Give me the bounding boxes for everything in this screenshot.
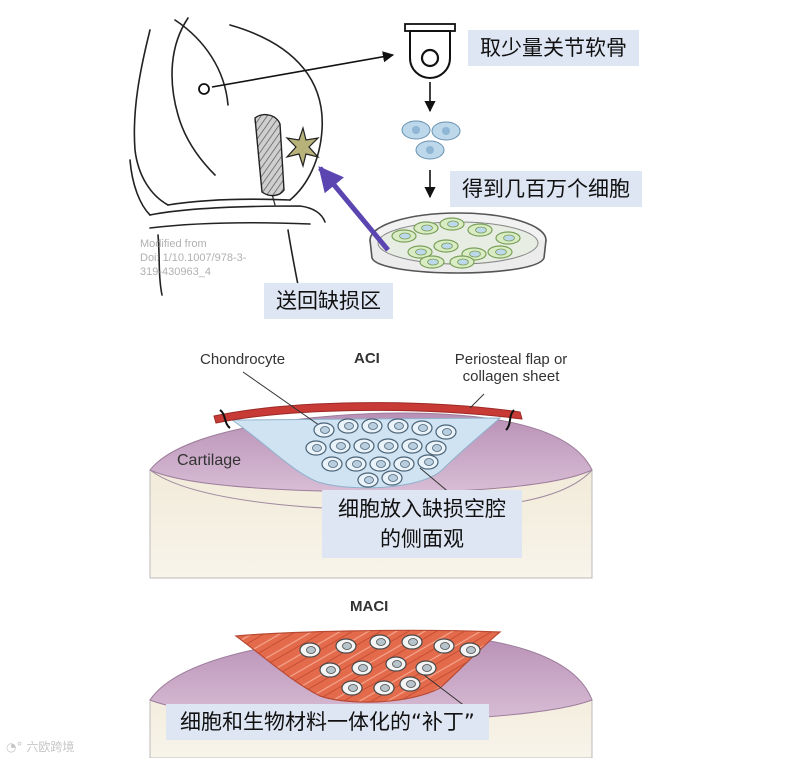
maci-cells	[299, 634, 481, 696]
dish-cell	[439, 217, 465, 231]
dish-cell	[467, 223, 493, 237]
source-credit: Modified from Doi: 1/10.1007/978-3- 319-…	[140, 237, 246, 279]
aci-chondrocyte	[345, 456, 367, 472]
dish-cell	[449, 255, 475, 269]
aci-chondrocyte	[357, 472, 379, 488]
aci-chondrocyte	[305, 440, 327, 456]
step-harvest-label: 取少量关节软骨	[468, 30, 639, 67]
knee-sketch	[129, 17, 326, 296]
credit-line-3: 319-430963_4	[140, 266, 211, 278]
dish-cell	[419, 255, 445, 269]
return-arrow	[318, 166, 390, 252]
dish-cell	[413, 221, 439, 235]
maci-cell	[351, 660, 373, 676]
maci-caption: 细胞和生物材料一体化的“补丁”	[166, 704, 489, 741]
maci-cell	[415, 660, 437, 676]
dish-cell	[433, 239, 459, 253]
aci-caption: 细胞放入缺损空腔 的侧面观	[322, 490, 522, 558]
watermark: ◔° 六欧跨境	[6, 738, 74, 755]
aci-chondrocyte	[313, 422, 335, 438]
aci-chondrocyte	[369, 456, 391, 472]
defect-star-icon	[285, 125, 320, 169]
aci-chondrocyte	[377, 438, 399, 454]
dish-cell	[495, 231, 521, 245]
maci-cell	[335, 638, 357, 654]
sample-site-marker	[198, 83, 210, 95]
watermark-text: 六欧跨境	[26, 740, 75, 754]
ligament-hatched	[254, 113, 285, 197]
dish-cell	[487, 245, 513, 259]
maci-cell	[385, 656, 407, 672]
cell-cluster	[401, 120, 461, 160]
periosteal-flap-label: Periosteal flap or collagen sheet	[436, 351, 586, 385]
maci-cell	[373, 680, 395, 696]
chondrocyte-label: Chondrocyte	[200, 351, 286, 368]
maci-cell	[433, 638, 455, 654]
aci-chondrocyte	[353, 438, 375, 454]
credit-line-1: Modified from	[140, 238, 207, 250]
maci-cell	[401, 634, 423, 650]
aci-chondrocyte	[387, 418, 409, 434]
harvest-arrow	[211, 51, 395, 88]
aci-title: ACI	[354, 350, 380, 367]
aci-chondrocyte	[329, 438, 351, 454]
aci-cells	[305, 418, 457, 488]
maci-cell	[299, 642, 321, 658]
aci-chondrocyte	[435, 424, 457, 440]
credit-line-2: Doi: 1/10.1007/978-3-	[140, 252, 247, 264]
cartilage-tool-icon	[404, 23, 456, 80]
aci-chondrocyte	[321, 456, 343, 472]
step-return-label: 送回缺损区	[264, 283, 393, 320]
watermark-logo-icon: ◔°	[6, 740, 23, 754]
maci-cell	[369, 634, 391, 650]
aci-chondrocyte	[337, 418, 359, 434]
aci-chondrocyte	[411, 420, 433, 436]
step-expand-label: 得到几百万个细胞	[450, 171, 642, 208]
aci-chondrocyte	[361, 418, 383, 434]
periosteal-line-2: collagen sheet	[462, 368, 560, 385]
dish-cell	[391, 229, 417, 243]
aci-chondrocyte	[393, 456, 415, 472]
aci-chondrocyte	[381, 470, 403, 486]
maci-cell	[341, 680, 363, 696]
maci-cell	[399, 676, 421, 692]
aci-caption-line-2: 的侧面观	[380, 527, 464, 551]
aci-chondrocyte	[425, 440, 447, 456]
cartilage-label: Cartilage	[177, 452, 242, 469]
aci-chondrocyte	[417, 454, 439, 470]
dish-cells	[391, 217, 521, 269]
periosteal-line-1: Periosteal flap or	[454, 351, 568, 368]
maci-cell	[459, 642, 481, 658]
maci-cell	[319, 662, 341, 678]
dish-cell	[407, 245, 433, 259]
aci-chondrocyte	[401, 438, 423, 454]
aci-caption-line-1: 细胞放入缺损空腔	[338, 497, 506, 521]
maci-title: MACI	[350, 598, 389, 615]
